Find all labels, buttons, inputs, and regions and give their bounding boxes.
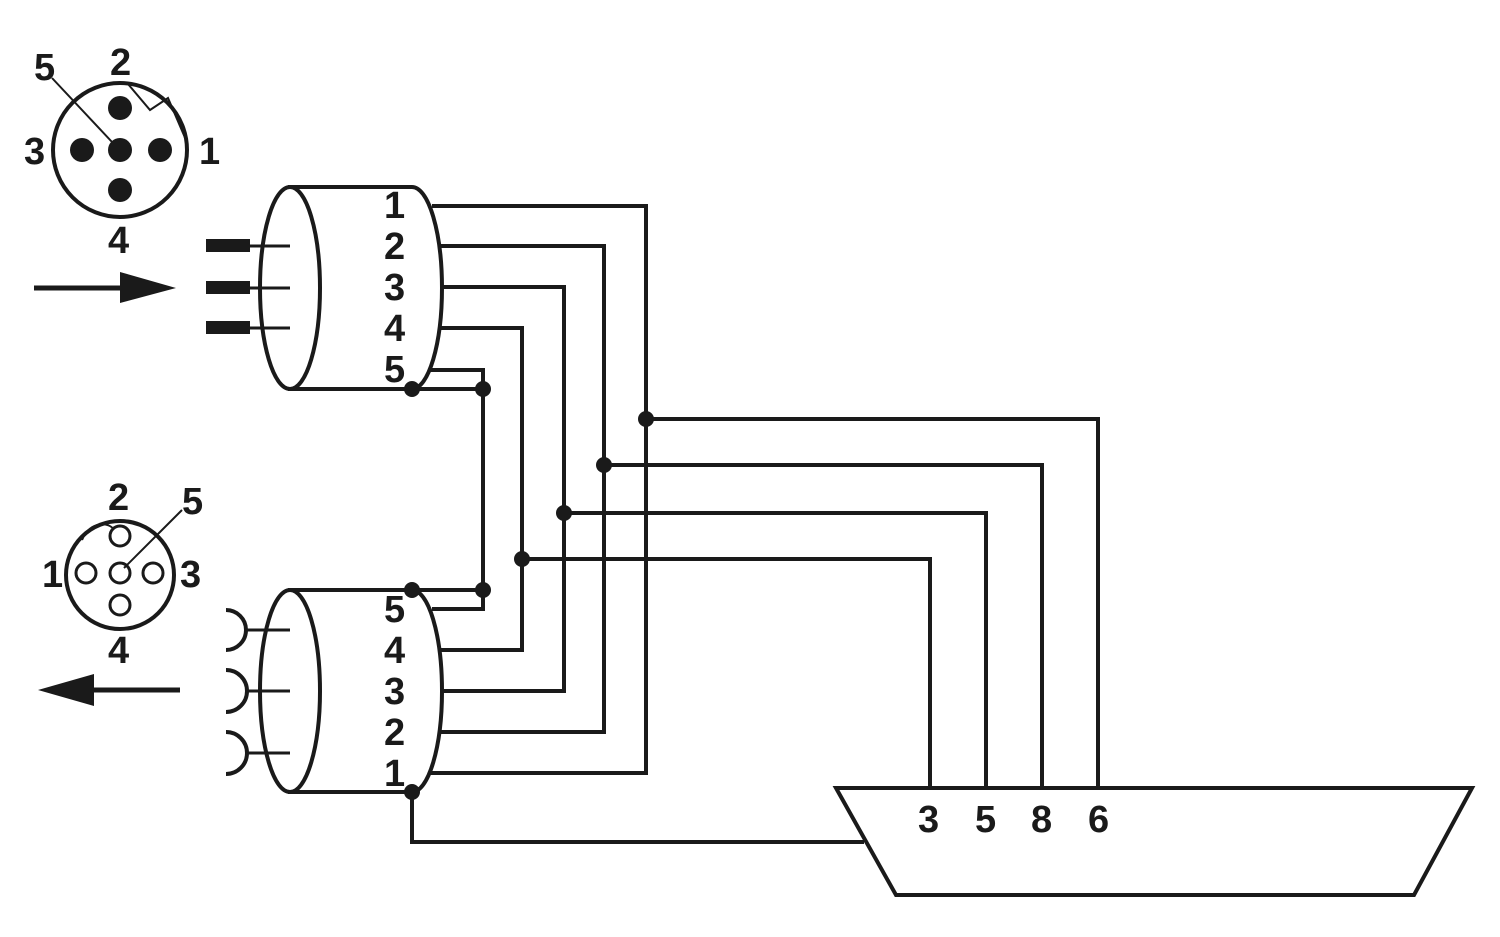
female-pin-4-contact — [108, 593, 132, 617]
female-pin-5-leader — [123, 509, 183, 569]
wire-pin-5 — [430, 368, 485, 611]
male-face-label-2: 2 — [110, 42, 131, 84]
male-conn-pin-label-5: 5 — [384, 349, 405, 391]
male-conn-pin-label-1: 1 — [384, 185, 405, 227]
tap-to-subd-pin-5 — [564, 511, 988, 788]
male-face-label-1: 1 — [199, 131, 220, 173]
sub-d-pin-label-5: 5 — [975, 799, 996, 841]
wire-pin-3 — [442, 285, 566, 693]
junction-dot — [638, 411, 654, 427]
male-pin-3-contact — [70, 138, 94, 162]
junction-dot — [475, 582, 491, 598]
male-pin-2-contact — [108, 96, 132, 120]
wire-pin-2 — [440, 244, 606, 734]
sub-d-connector: 3 5 8 6 — [832, 786, 1476, 897]
sub-d-pin-label-3: 3 — [918, 799, 939, 841]
wire-pin-1 — [430, 204, 648, 775]
wiring — [404, 204, 1100, 844]
wire-pin-4 — [440, 326, 524, 652]
junction-dot — [556, 505, 572, 521]
male-pin-5-leader — [51, 77, 113, 143]
male-connector-body: 1 2 3 4 5 — [206, 185, 444, 391]
female-connector-face: 2 5 1 3 4 — [42, 477, 203, 672]
female-face-label-5: 5 — [182, 481, 203, 523]
junction-dot — [404, 582, 420, 598]
output-direction-arrow-icon — [38, 674, 180, 706]
female-socket-middle — [225, 668, 249, 714]
female-conn-pin-label-1: 1 — [384, 753, 405, 795]
female-cylinder-shell — [288, 588, 444, 794]
male-pin-5-contact — [108, 138, 132, 162]
junction-dot — [404, 784, 420, 800]
junction-dot — [514, 551, 530, 567]
female-pin-2-contact — [108, 524, 132, 548]
male-face-label-5: 5 — [34, 47, 55, 89]
female-conn-pin-label-2: 2 — [384, 712, 405, 754]
female-face-label-2: 2 — [108, 477, 129, 519]
male-pin-1-contact — [148, 138, 172, 162]
male-cylinder-shell — [288, 185, 444, 391]
tap-to-subd-pin-3 — [522, 557, 932, 788]
sub-d-housing — [832, 786, 1476, 897]
male-face-label-3: 3 — [24, 131, 45, 173]
tap-to-subd-pin-8 — [604, 463, 1044, 788]
female-pin-1-contact — [74, 561, 98, 585]
female-face-label-3: 3 — [180, 554, 201, 596]
tap-to-subd-pin-6 — [646, 417, 1100, 788]
wire-shield-to-subd — [410, 792, 864, 844]
sub-d-pin-label-8: 8 — [1031, 799, 1052, 841]
female-socket-top — [225, 608, 248, 652]
junction-dot — [475, 381, 491, 397]
junction-dot — [404, 381, 420, 397]
male-pin-top — [206, 239, 250, 252]
male-pin-middle — [206, 281, 250, 294]
female-face-label-1: 1 — [42, 554, 63, 596]
female-conn-pin-label-4: 4 — [384, 630, 405, 672]
male-connector-face: 5 2 3 1 4 — [24, 42, 220, 262]
male-face-label-4: 4 — [108, 220, 129, 262]
male-conn-pin-label-2: 2 — [384, 226, 405, 268]
female-socket-bottom — [225, 730, 249, 776]
male-pin-4-contact — [108, 178, 132, 202]
female-face-label-4: 4 — [108, 630, 129, 672]
female-conn-pin-label-3: 3 — [384, 671, 405, 713]
female-conn-pin-label-5: 5 — [384, 589, 405, 631]
male-conn-pin-label-3: 3 — [384, 267, 405, 309]
female-pin-3-contact — [141, 561, 165, 585]
input-direction-arrow-icon — [34, 272, 176, 303]
male-pin-bottom — [206, 321, 250, 334]
male-conn-pin-label-4: 4 — [384, 308, 405, 350]
female-connector-body: 5 4 3 2 1 — [225, 588, 444, 795]
male-face-key-notch — [127, 83, 187, 141]
junction-dot — [596, 457, 612, 473]
sub-d-pin-label-6: 6 — [1088, 799, 1109, 841]
